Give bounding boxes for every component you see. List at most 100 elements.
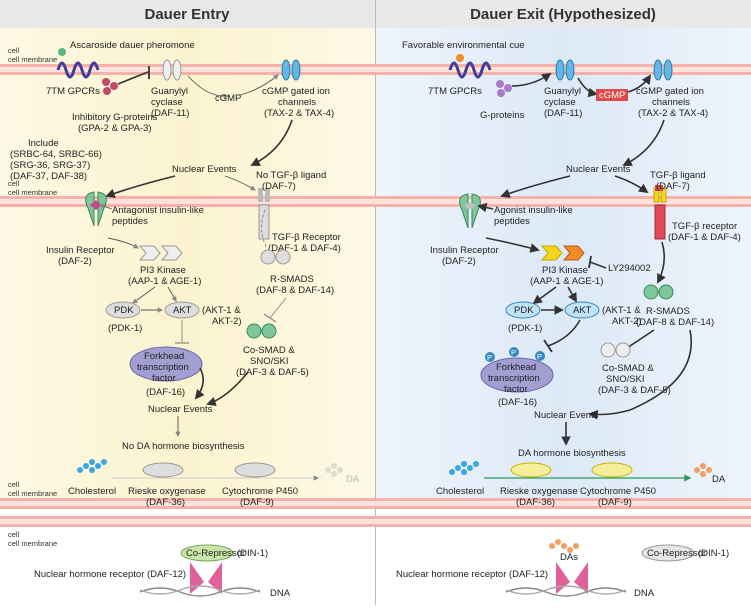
- tgf-receptor-label: TGF-β Receptor: [272, 232, 341, 243]
- rieske-sub: (DAF-36): [146, 497, 185, 508]
- cosmad-label-right: Co-SMAD &: [602, 363, 654, 374]
- forkhead3-label: factor: [152, 373, 176, 384]
- da-faded-icon: [325, 463, 343, 477]
- forkhead3-label-right: factor: [504, 384, 528, 395]
- phospho-icon-2: [509, 347, 519, 357]
- tgf-receptor-icon-right: [653, 185, 667, 240]
- insulin-receptor-sub-right: (DAF-2): [442, 256, 476, 267]
- tgf-receptor-icon: [258, 188, 270, 240]
- cyp-label: Cytochrome P450: [222, 486, 298, 497]
- corepressor-label: Co-Repressor: [186, 548, 245, 559]
- tgf-receptor-label-right: TGF-β receptor: [672, 221, 737, 232]
- membranes: [0, 64, 751, 527]
- cgmp-channel-icon: [281, 59, 301, 81]
- phospho-label-2: P: [511, 348, 516, 357]
- akt-label-right: AKT: [573, 305, 592, 316]
- dna-icon-right: [505, 585, 627, 597]
- include-line-2: (SRG-36, SRG-37): [10, 160, 90, 171]
- rsmads-label-right: R-SMADS: [646, 306, 690, 317]
- channel-label: cGMP gated ion: [262, 86, 330, 97]
- guanylyl-cyclase-icon: [162, 59, 182, 81]
- channel-label-right: cGMP gated ion: [636, 86, 704, 97]
- rieske-sub-right: (DAF-36): [516, 497, 555, 508]
- cosmad-icon-right: [615, 342, 631, 358]
- left-pathway: Ascaroside dauer pheromone 7TM GPCRs Inh…: [10, 40, 360, 599]
- pdk-label: PDK: [114, 305, 134, 316]
- nuclear-events-2: Nuclear Events: [148, 404, 213, 415]
- nuclear-events-1: Nuclear Events: [172, 164, 237, 175]
- forkhead2-label: transcription: [137, 362, 189, 373]
- membrane-mid: [0, 196, 751, 207]
- cyp-sub: (DAF-9): [240, 497, 274, 508]
- include-label: Include: [28, 138, 59, 149]
- tgf-label-right: TGF-β ligand: [650, 170, 706, 181]
- gpcr-label: 7TM GPCRs: [46, 86, 100, 97]
- cgmp-label: cGMP: [215, 93, 241, 104]
- cholesterol-icon: [77, 459, 107, 473]
- forkhead-icon: [129, 346, 203, 382]
- cgmp-channel-icon-right: [653, 59, 673, 81]
- pi3-kinase-icon: [138, 245, 183, 261]
- pi3k-label-right: PI3 Kinase: [542, 265, 588, 276]
- forkhead-icon-right: [480, 357, 554, 393]
- guanylyl-cyclase-icon-right: [555, 59, 575, 81]
- gprotein-icon: [102, 78, 118, 95]
- channel-sub-right: (TAX-2 & TAX-4): [638, 108, 708, 119]
- pi3k-sub-right: (AAP-1 & AGE-1): [530, 276, 603, 287]
- akt-sub2-right: AKT-2): [612, 316, 642, 327]
- gprotein-icon-right: [496, 80, 512, 97]
- cgmp-box: [596, 89, 628, 101]
- corepressor-sub: (DIN-1): [237, 548, 268, 559]
- insulin-receptor-label-right: Insulin Receptor: [430, 245, 499, 256]
- gpcr-icon-right: [448, 61, 492, 79]
- rsmads-sub-right: (DAF-8 & DAF-14): [636, 317, 714, 328]
- cosmad2-label: SNO/SKI: [250, 356, 289, 367]
- da-faded-label: DA: [346, 474, 360, 485]
- guanylyl-sub-right: (DAF-11): [544, 108, 582, 119]
- cyp-label-right: Cytochrome P450: [580, 486, 656, 497]
- nuclear-events-right-1: Nuclear Events: [566, 164, 631, 175]
- da-label-right: DA: [712, 474, 726, 485]
- nhr-label-right: Nuclear hormone receptor (DAF-12): [396, 569, 548, 580]
- gprotein-sub: (GPA-2 & GPA-3): [78, 123, 152, 134]
- cue-label: Favorable environmental cue: [402, 40, 525, 51]
- akt-label: AKT: [173, 305, 192, 316]
- pdk-icon: [105, 301, 141, 319]
- forkhead-sub: (DAF-16): [146, 387, 185, 398]
- akt-sub2: AKT-2): [212, 316, 242, 327]
- pdk-label-right: PDK: [514, 305, 534, 316]
- cholesterol-label: Cholesterol: [68, 486, 116, 497]
- right-title: Dauer Exit (Hypothesized): [470, 6, 656, 23]
- dna-label-right: DNA: [634, 588, 655, 599]
- phospho-label-3: P: [537, 352, 542, 361]
- insulin-receptor-icon-right: [459, 193, 481, 229]
- pheromone-label: Ascaroside dauer pheromone: [70, 40, 195, 51]
- cgmp-label-right: cGMP: [599, 90, 625, 101]
- rieske-icon: [142, 462, 184, 478]
- dna-label: DNA: [270, 588, 291, 599]
- tgf-receptor-sub: (DAF-1 & DAF-4): [268, 243, 341, 254]
- das-label: DAs: [560, 552, 578, 563]
- phospho-icon-3: [535, 351, 545, 361]
- pi3-kinase-icon-right: [540, 245, 585, 261]
- da-icon-right: [694, 463, 712, 477]
- no-da-label: No DA hormone biosynthesis: [122, 441, 245, 452]
- forkhead-label-right: Forkhead: [496, 362, 536, 373]
- gprotein-label: Inhibitory G-proteins: [72, 112, 158, 123]
- tgf-sub-right: (DAF-7): [656, 181, 690, 192]
- cosmad-sub-right: (DAF-3 & DAF-5): [598, 385, 671, 396]
- forkhead-label: Forkhead: [144, 351, 184, 362]
- nhr-label: Nuclear hormone receptor (DAF-12): [34, 569, 186, 580]
- insulin-receptor-sub: (DAF-2): [58, 256, 92, 267]
- phospho-label-1: P: [487, 353, 492, 362]
- cyclase-label: cyclase: [151, 97, 183, 108]
- cyp-icon-right: [591, 462, 633, 478]
- right-pathway: Favorable environmental cue 7TM GPCRs G-…: [396, 40, 741, 599]
- rieske-label-right: Rieske oxygenase: [500, 486, 578, 497]
- guanylyl-label-right: Guanylyl: [544, 86, 581, 97]
- phospho-icon-1: [485, 352, 495, 362]
